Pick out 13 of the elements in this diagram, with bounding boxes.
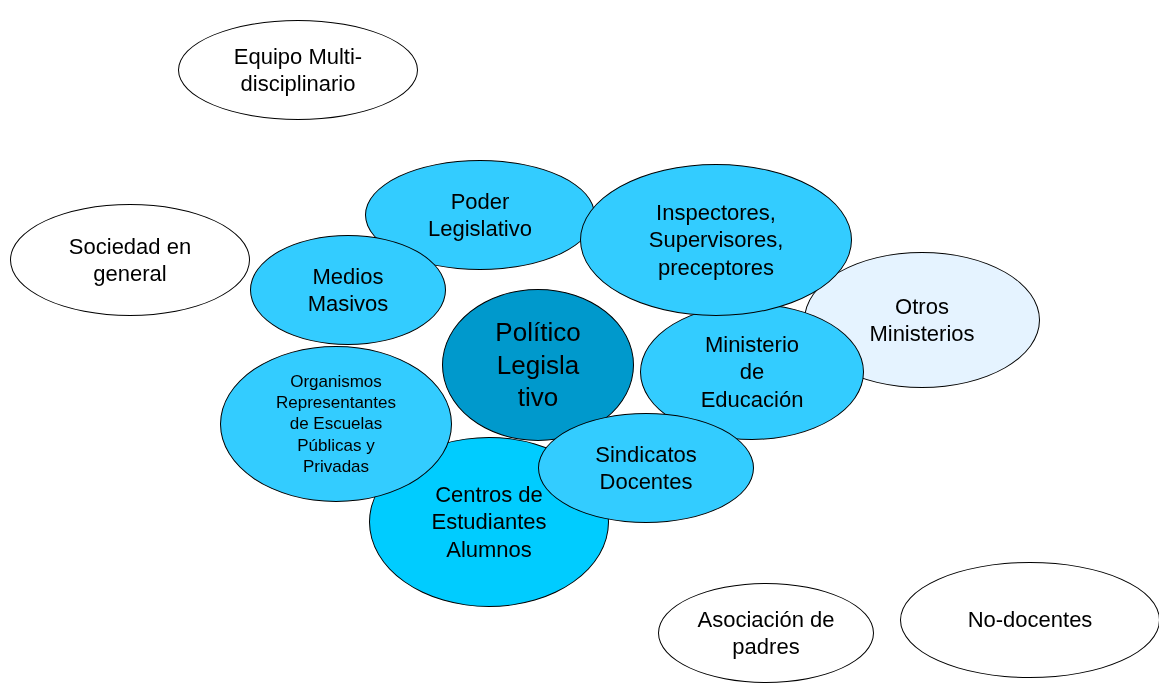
- node-label: Político Legislativo: [494, 316, 582, 414]
- node-label: Otros Ministerios: [868, 292, 976, 348]
- node-label: No-docentes: [966, 606, 1094, 634]
- node-label: Ministerio de Educación: [699, 330, 805, 414]
- node-label: Equipo Multi-disciplinario: [232, 42, 364, 98]
- node-label: Sociedad en general: [67, 232, 193, 288]
- node-label: Organismos Representantes de Escuelas Públicas y Privadas: [275, 370, 397, 478]
- node-label: Poder Legislativo: [427, 187, 533, 243]
- node-label: Sindicatos Docentes: [594, 440, 698, 496]
- node-label: Medios Masivos: [306, 262, 390, 318]
- node-label: Inspectores, Supervisores, preceptores: [647, 198, 785, 282]
- node-label: Centros de Estudiantes Alumnos: [430, 480, 548, 564]
- node-label: Asociación de padres: [696, 605, 836, 661]
